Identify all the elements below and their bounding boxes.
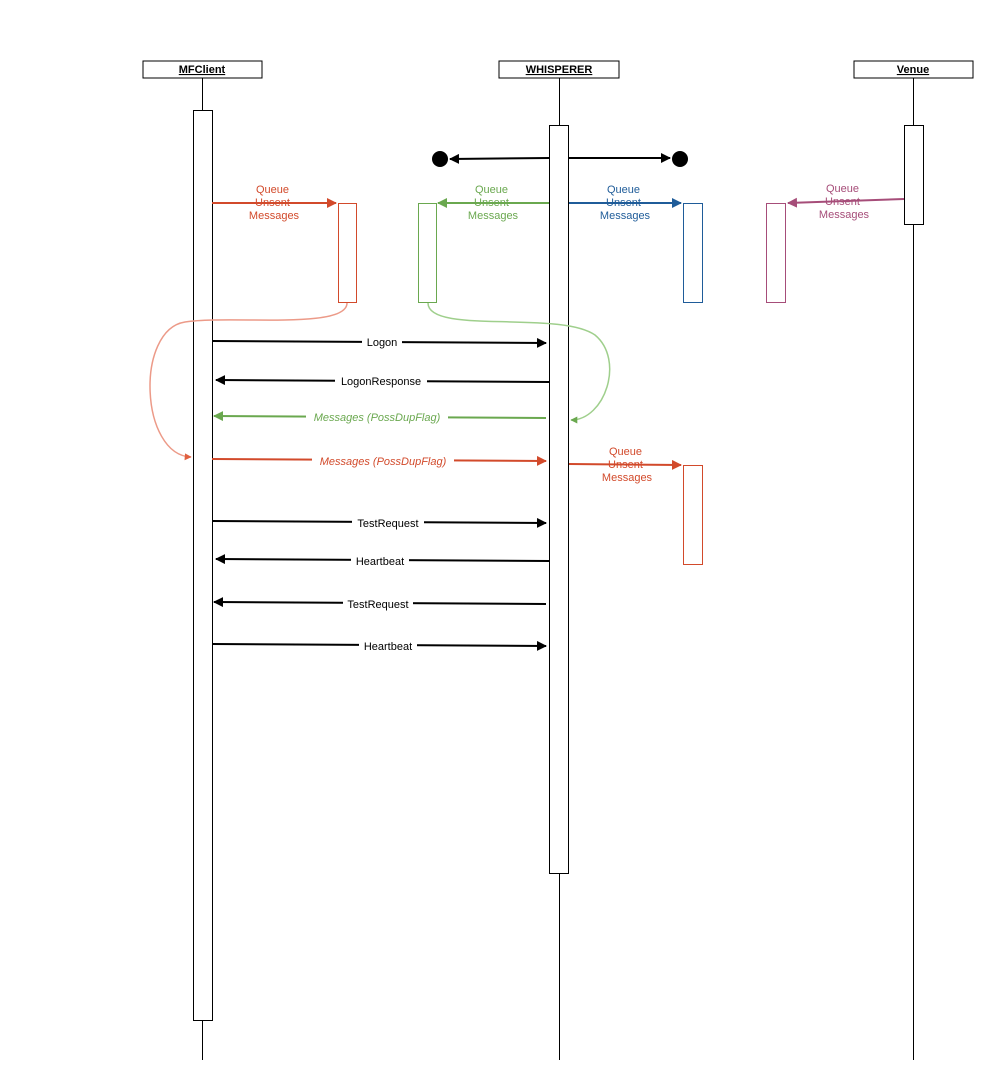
message-resend-whisperer-label: Messages (PossDupFlag) <box>314 412 441 424</box>
participant-mfclient: MFClient <box>142 60 263 79</box>
message-resend-client-label: Messages (PossDupFlag) <box>320 456 447 468</box>
queue-label-venue: Queue Unsent Messages <box>819 183 870 221</box>
participant-whisperer: WHISPERER <box>498 60 620 79</box>
queue-box-whisperer-second <box>683 465 703 565</box>
queue-box-whisperer-right <box>683 203 703 303</box>
endpoint-dot-right <box>672 151 688 167</box>
message-test-request-1: TestRequest <box>211 516 547 530</box>
replay-curve-whisperer <box>427 302 611 424</box>
message-test-request-2-label: TestRequest <box>347 599 408 611</box>
activation-mfclient <box>193 110 213 1021</box>
endpoint-dot-left <box>432 151 448 167</box>
message-test-request-1-label: TestRequest <box>357 518 418 530</box>
message-logon-label: Logon <box>367 337 398 349</box>
activation-venue <box>904 125 924 225</box>
queue-arrow-venue <box>787 197 905 208</box>
queue-box-client <box>338 203 357 303</box>
queue-arrow-whisperer-second <box>568 459 682 470</box>
participant-venue-label: Venue <box>897 64 929 76</box>
message-heartbeat-1: Heartbeat <box>215 554 550 568</box>
queue-box-venue <box>766 203 786 303</box>
message-heartbeat-1-label: Heartbeat <box>356 556 404 568</box>
participant-mfclient-label: MFClient <box>179 64 226 76</box>
queue-label-whisperer-left: Queue Unsent Messages <box>468 184 519 222</box>
replay-curve-client <box>149 302 348 461</box>
participant-venue: Venue <box>853 60 974 79</box>
message-logon-response: LogonResponse <box>215 374 550 388</box>
queue-label-whisperer-second: Queue Unsent Messages <box>602 446 653 484</box>
queue-label-client: Queue Unsent Messages <box>249 184 300 222</box>
message-resend-whisperer: Messages (PossDupFlag) <box>213 411 547 424</box>
queue-label-whisperer-right: Queue Unsent Messages <box>600 184 651 222</box>
message-heartbeat-2-label: Heartbeat <box>364 641 412 653</box>
activation-whisperer <box>549 125 569 874</box>
message-heartbeat-2: Heartbeat <box>211 639 547 653</box>
message-logon-response-label: LogonResponse <box>341 376 421 388</box>
whisperer-outgoing-left <box>432 151 550 167</box>
message-logon: Logon <box>211 335 547 349</box>
whisperer-outgoing-right <box>569 151 688 167</box>
queue-box-whisperer-left <box>418 203 437 303</box>
participant-whisperer-label: WHISPERER <box>526 64 593 76</box>
message-test-request-2: TestRequest <box>213 597 547 611</box>
message-resend-client: Messages (PossDupFlag) <box>211 454 547 468</box>
